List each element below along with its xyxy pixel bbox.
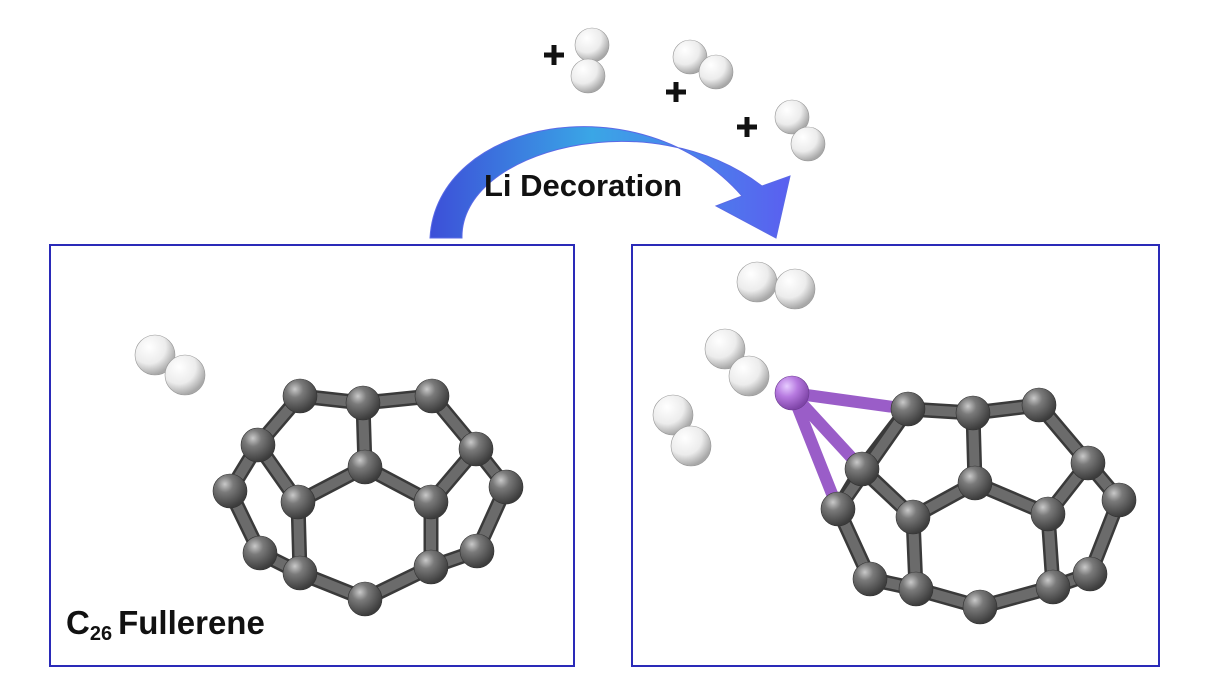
carbon-atom <box>1035 569 1071 605</box>
carbon-atom <box>414 378 450 414</box>
h2-molecule-left <box>134 334 206 396</box>
carbon-atom <box>957 465 993 501</box>
carbon-atom <box>458 431 494 467</box>
carbon-atom <box>280 484 316 520</box>
decoration-arrow <box>429 126 791 239</box>
plus-sign-2 <box>666 82 686 102</box>
carbon-atom <box>459 533 495 569</box>
carbon-atom <box>347 581 383 617</box>
h2-molecule-top-2 <box>672 39 734 90</box>
carbon-atom <box>852 561 888 597</box>
h2-molecule-top-3 <box>774 99 826 162</box>
carbon-atom <box>895 499 931 535</box>
h2-molecule-top-1 <box>570 27 610 94</box>
carbon-atom <box>898 571 934 607</box>
c26-fullerene-left <box>212 378 524 617</box>
li-c-bond <box>786 387 914 415</box>
h2-molecule-right-3 <box>652 394 712 467</box>
carbon-atom <box>890 391 926 427</box>
panel-label-c: C <box>66 604 90 641</box>
carbon-atom <box>1072 556 1108 592</box>
carbon-atom <box>242 535 278 571</box>
h2-molecule-right-1 <box>736 261 816 310</box>
carbon-atom <box>820 491 856 527</box>
carbon-atom <box>413 484 449 520</box>
carbon-atom <box>282 555 318 591</box>
carbon-atom <box>240 427 276 463</box>
carbon-atom <box>962 589 998 625</box>
carbon-atom <box>282 378 318 414</box>
carbon-atom <box>844 451 880 487</box>
carbon-atom <box>1101 482 1137 518</box>
lithium-atom <box>774 375 810 411</box>
carbon-atom <box>413 549 449 585</box>
carbon-atom <box>1070 445 1106 481</box>
plus-sign-3 <box>737 117 757 137</box>
carbon-atom <box>1021 387 1057 423</box>
h2-molecule-right-2 <box>704 328 770 397</box>
carbon-atom <box>488 469 524 505</box>
plus-sign-1 <box>544 45 564 65</box>
carbon-atom <box>955 395 991 431</box>
carbon-atom <box>212 473 248 509</box>
right-panel-frame <box>631 244 1160 667</box>
carbon-atom <box>1030 496 1066 532</box>
li-c-bond <box>786 387 844 515</box>
panel-label-subscript: 26 <box>89 623 113 645</box>
carbon-atom <box>345 385 381 421</box>
left-panel-frame <box>49 244 575 667</box>
li-decorated-c26-fullerene-right <box>774 375 1137 625</box>
arrow-label: Li Decoration <box>484 168 683 203</box>
panel-label-rest: Fullerene <box>118 604 265 641</box>
carbon-atom <box>347 449 383 485</box>
